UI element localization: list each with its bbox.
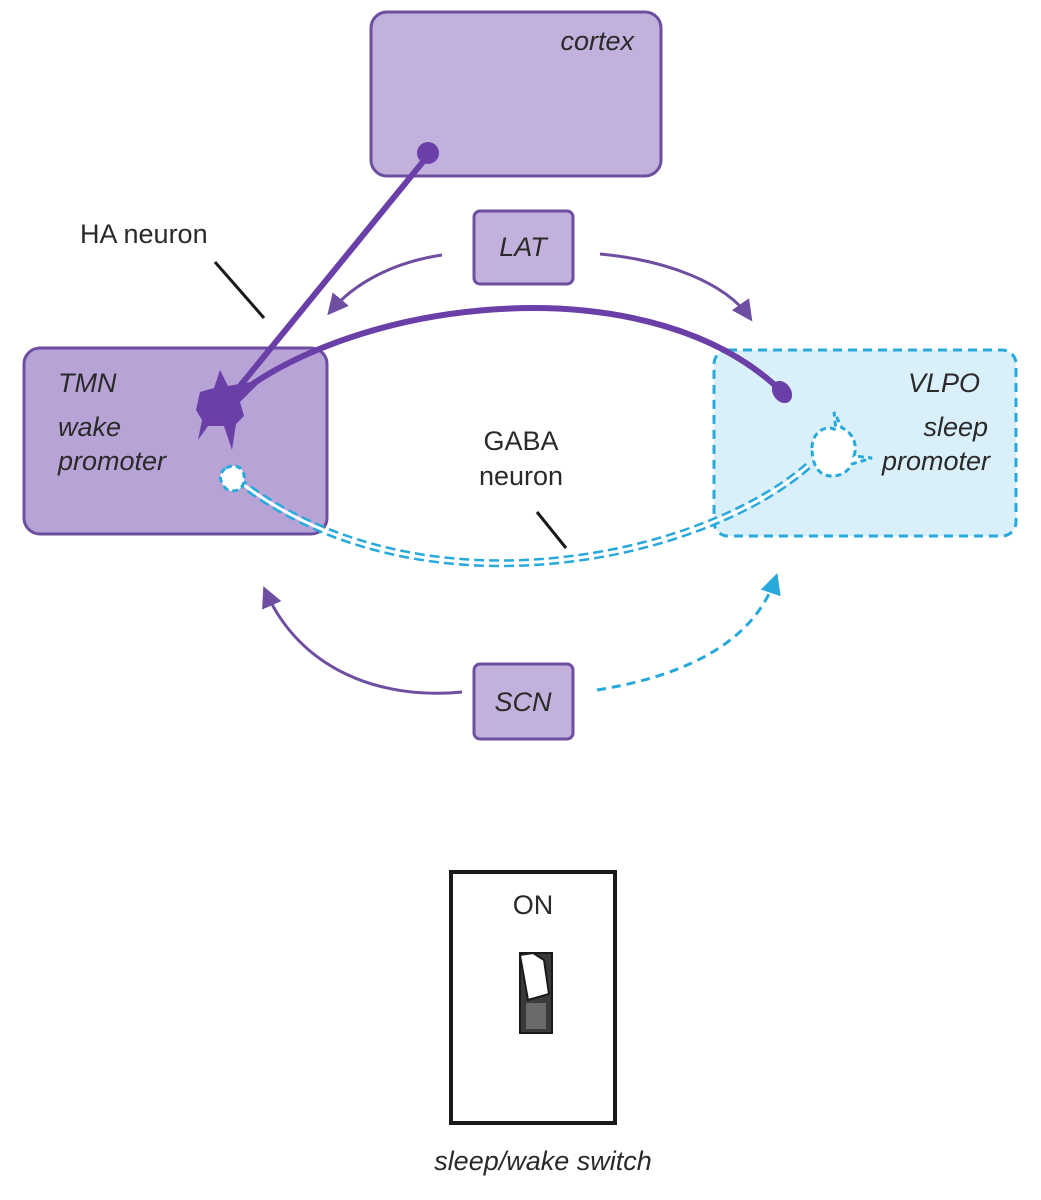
cortex-label: cortex bbox=[560, 26, 635, 56]
lat-box bbox=[472, 209, 575, 286]
gaba-neuron bbox=[218, 411, 873, 568]
tmn-role-line2: promoter bbox=[57, 446, 167, 476]
lat-node: LAT bbox=[472, 209, 575, 286]
ha-axon-to-vlpo bbox=[219, 305, 781, 411]
scn-node: SCN bbox=[472, 662, 575, 741]
ha-neuron bbox=[196, 142, 793, 450]
lat-label: LAT bbox=[499, 232, 549, 262]
gaba-terminal-tmn bbox=[218, 464, 246, 493]
gaba-cell-body bbox=[810, 411, 873, 478]
gaba-neuron-label-line2: neuron bbox=[479, 461, 563, 491]
gaba-neuron-pointer bbox=[535, 511, 568, 549]
cortex-node: cortex bbox=[369, 10, 663, 178]
cortex-box bbox=[369, 10, 663, 178]
light-switch: ON bbox=[449, 870, 617, 1125]
ha-neuron-pointer bbox=[213, 261, 266, 319]
scn-to-vlpo-arrow bbox=[596, 573, 781, 692]
tmn-title: TMN bbox=[58, 368, 117, 398]
ha-terminal-vlpo bbox=[771, 380, 793, 404]
vlpo-node: VLPO sleep promoter bbox=[712, 348, 1018, 538]
gaba-neuron-label-line1: GABA bbox=[483, 426, 558, 456]
scn-to-tmn-arrow bbox=[262, 586, 463, 695]
lat-to-tmn-arrow bbox=[327, 253, 443, 316]
vlpo-role-line1: sleep bbox=[923, 412, 988, 442]
switch-on-label: ON bbox=[513, 890, 554, 920]
switch-caption: sleep/wake switch bbox=[434, 1146, 652, 1176]
ha-terminal-cortex bbox=[417, 142, 439, 164]
ha-axon-to-cortex bbox=[219, 155, 429, 411]
ha-neuron-label: HA neuron bbox=[80, 219, 208, 249]
gaba-axon-inner bbox=[239, 464, 809, 565]
scn-label: SCN bbox=[494, 687, 552, 717]
tmn-role-line1: wake bbox=[58, 412, 121, 442]
lat-to-vlpo-arrow bbox=[599, 252, 753, 322]
tmn-node: TMN wake promoter bbox=[22, 346, 329, 536]
switch-toggle-lever[interactable] bbox=[518, 951, 551, 1002]
scn-box bbox=[472, 662, 575, 741]
vlpo-title: VLPO bbox=[908, 368, 980, 398]
vlpo-role-line2: promoter bbox=[881, 446, 991, 476]
